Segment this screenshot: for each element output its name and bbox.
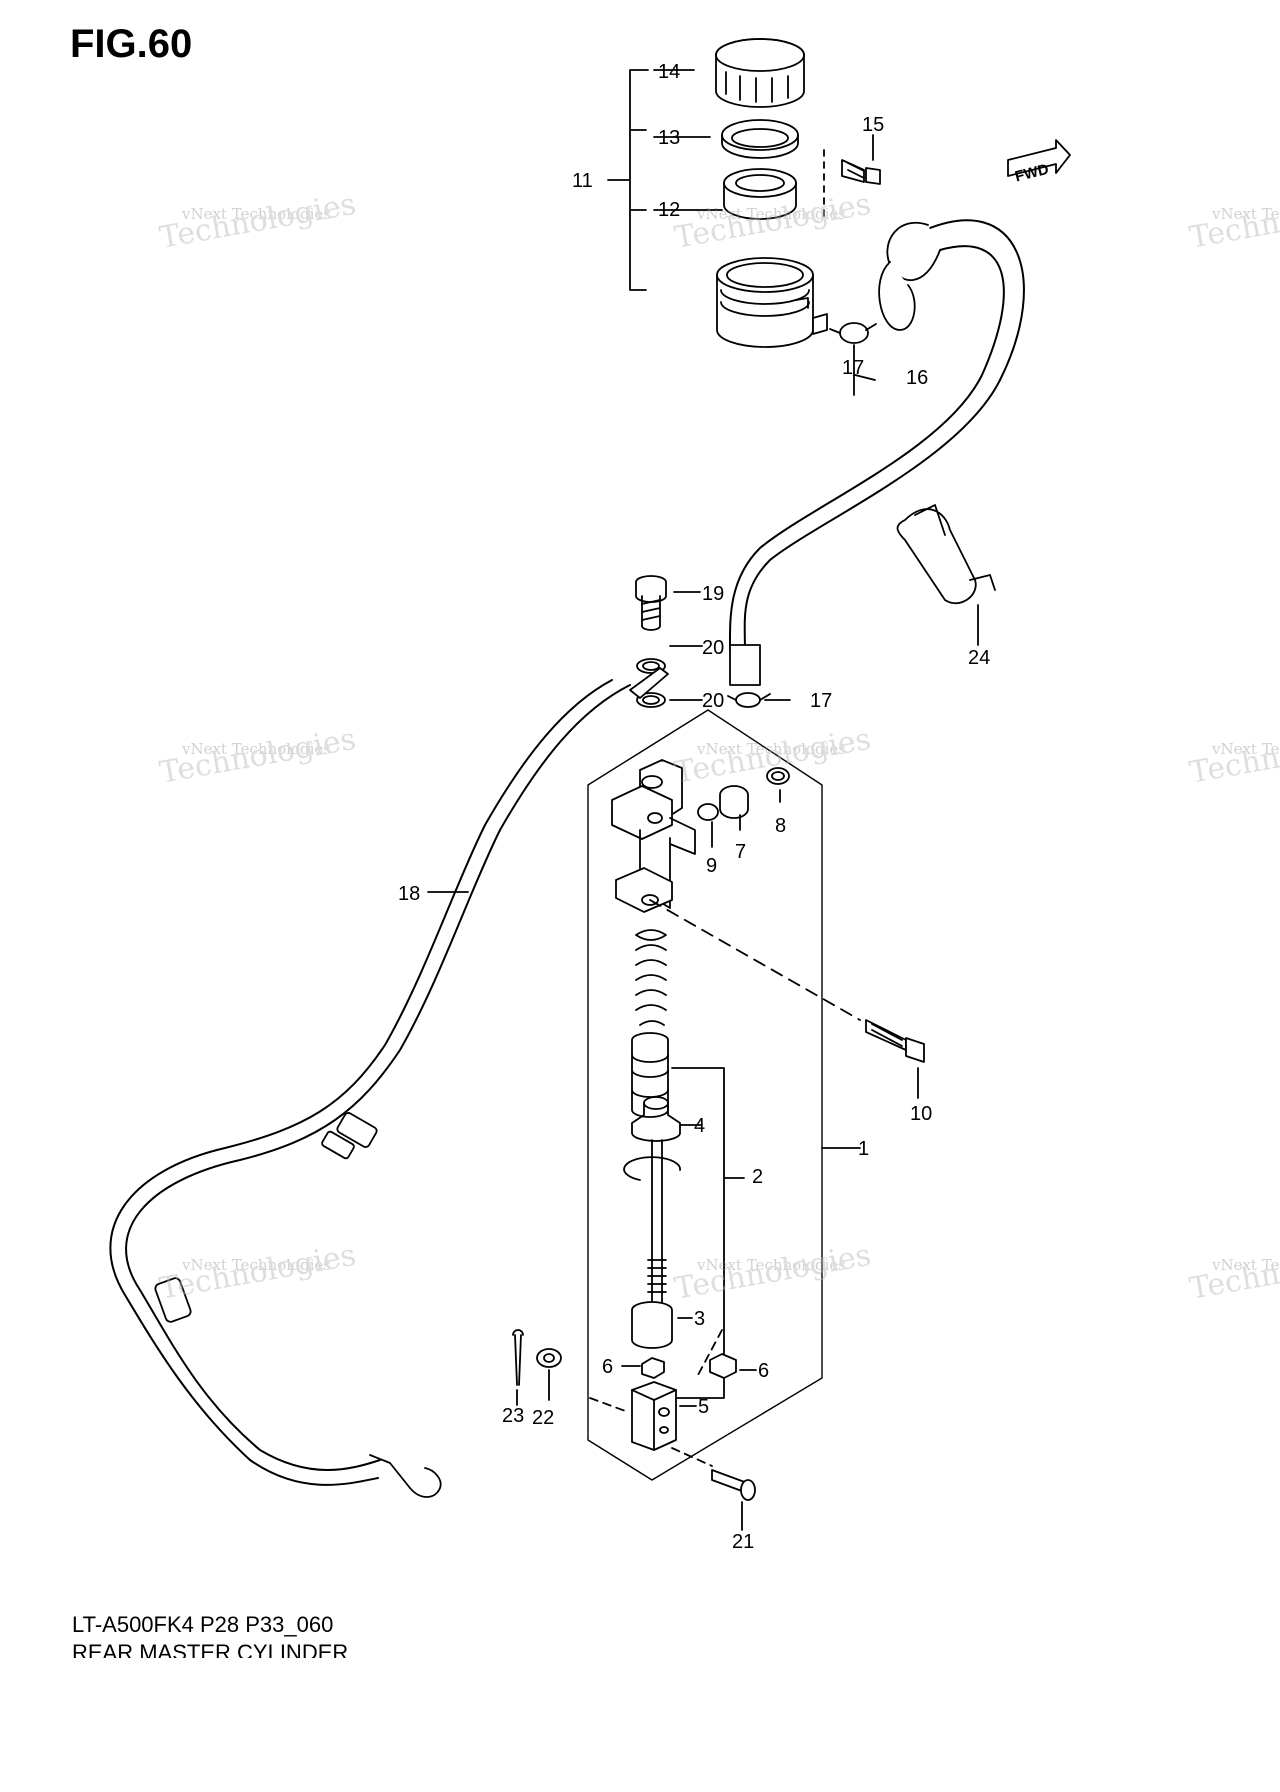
callout-17-lower: 17 — [810, 690, 832, 712]
o-ring-9 — [697, 803, 719, 821]
master-cylinder-body — [611, 759, 696, 913]
hose-guide-24 — [896, 504, 996, 605]
callout-17-upper: 17 — [842, 357, 864, 379]
callout-19: 19 — [702, 583, 724, 605]
callout-12: 12 — [658, 199, 680, 221]
cotter-pin-23 — [512, 1329, 524, 1386]
callout-11: 11 — [572, 170, 593, 192]
bolt-15 — [823, 149, 881, 221]
reservoir-body — [716, 257, 828, 348]
callout-10: 10 — [910, 1103, 932, 1125]
banjo-bolt-19 — [635, 575, 667, 631]
callout-15: 15 — [862, 114, 884, 136]
bolt-10 — [865, 1019, 925, 1063]
fitting-7 — [719, 785, 749, 819]
callout-6-right: 6 — [758, 1360, 769, 1382]
clevis-5 — [631, 1381, 677, 1451]
callout-13: 13 — [658, 127, 680, 149]
hose-clamp-17-lower — [735, 692, 761, 708]
callout-2: 2 — [752, 1166, 763, 1188]
callout-14: 14 — [658, 61, 680, 83]
figure-caption: REAR MASTER CYLINDER — [72, 1640, 349, 1658]
diaphragm-plate-13 — [721, 119, 799, 159]
return-spring — [635, 929, 667, 1026]
pushrod-boot-4 — [631, 1096, 681, 1142]
hose-clamp-17-upper — [829, 322, 877, 344]
washer-22 — [536, 1348, 562, 1368]
washer-20-lower — [636, 692, 666, 708]
callout-22: 22 — [532, 1407, 554, 1429]
o-ring-8 — [766, 767, 790, 785]
callout-23: 23 — [502, 1405, 524, 1427]
washer-20-upper — [636, 658, 666, 674]
brake-hose-18 — [125, 684, 631, 1471]
diaphragm-12 — [723, 168, 797, 220]
callout-7: 7 — [735, 841, 746, 863]
callout-21: 21 — [732, 1531, 754, 1553]
callout-5: 5 — [698, 1396, 709, 1418]
callout-1: 1 — [858, 1138, 869, 1160]
circlip — [623, 1156, 681, 1181]
fwd-arrow — [1007, 139, 1071, 177]
clevis-pin-21 — [711, 1469, 756, 1501]
figure-title: FIG.60 — [70, 22, 193, 66]
callout-9: 9 — [706, 855, 717, 877]
callout-24: 24 — [968, 647, 990, 669]
callout-18: 18 — [398, 883, 420, 905]
reservoir-cap-14 — [715, 38, 805, 108]
model-code: LT-A500FK4 P28 P33_060 — [72, 1612, 334, 1637]
nut-6-right — [709, 1353, 737, 1379]
boot-3 — [631, 1301, 673, 1349]
callout-16: 16 — [906, 367, 928, 389]
leader-bracket-11 — [607, 69, 649, 291]
callout-20-lower: 20 — [702, 690, 724, 712]
callout-20-upper: 20 — [702, 637, 724, 659]
callout-6-left: 6 — [602, 1356, 613, 1378]
callout-4: 4 — [694, 1115, 705, 1137]
hose-16 — [743, 219, 1025, 651]
callout-3: 3 — [694, 1308, 705, 1330]
callout-8: 8 — [775, 815, 786, 837]
nut-6-left — [641, 1357, 665, 1379]
assembly-outline-1 — [587, 709, 823, 1481]
